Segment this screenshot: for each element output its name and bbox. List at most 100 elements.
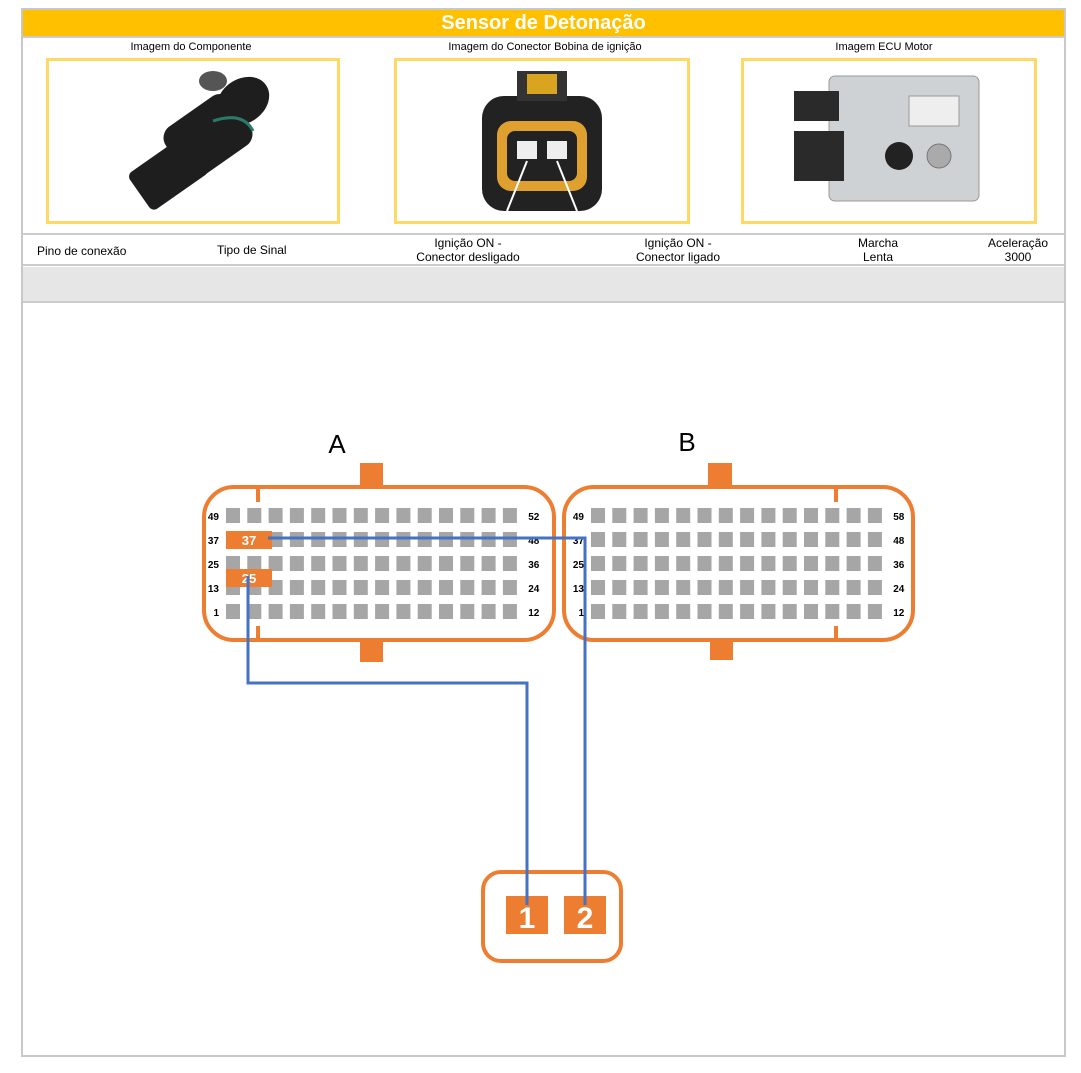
- pin: [417, 604, 432, 619]
- pin-row-label: 49: [208, 512, 220, 523]
- pin: [612, 532, 627, 547]
- pin: [782, 604, 797, 619]
- pin-row-label: 12: [893, 608, 905, 619]
- pin: [804, 604, 818, 619]
- pin: [396, 556, 411, 571]
- pin-row-label: 24: [528, 584, 540, 595]
- pin: [612, 508, 627, 523]
- pin: [502, 556, 517, 571]
- pin: [417, 508, 432, 523]
- pin: [633, 604, 648, 619]
- sensor-pin-2-label: 2: [577, 902, 594, 935]
- pin: [676, 508, 691, 523]
- pin: [460, 580, 475, 595]
- pin: [439, 580, 453, 595]
- pin: [676, 556, 691, 571]
- pin: [226, 508, 240, 523]
- pin: [825, 580, 840, 595]
- pin: [654, 532, 669, 547]
- table-empty-row: [23, 267, 1064, 303]
- sheet-frame: [21, 8, 1066, 1057]
- sensor-pin-1-label: 1: [519, 902, 536, 935]
- pin: [718, 580, 733, 595]
- highlighted-pin: [226, 531, 272, 549]
- ecu-image: [741, 58, 1037, 224]
- pin: [846, 508, 861, 523]
- pin: [247, 604, 262, 619]
- pin: [761, 556, 776, 571]
- pin: [375, 508, 390, 523]
- sensor-connector: 1 2: [481, 870, 623, 963]
- pin: [396, 580, 411, 595]
- pin: [761, 604, 776, 619]
- pin: [825, 508, 840, 523]
- wire-pin37-to-pin2: [268, 536, 587, 905]
- connector-image-caption: Imagem do Conector Bobina de ignição: [448, 41, 642, 53]
- pin: [226, 556, 240, 571]
- pin: [846, 556, 861, 571]
- pin: [289, 556, 304, 571]
- pin: [740, 532, 755, 547]
- pin: [332, 604, 347, 619]
- pin-row-label: 25: [573, 560, 585, 571]
- wire-pin25-to-pin1: [246, 576, 529, 905]
- pin-row-label: 36: [893, 560, 905, 571]
- pin: [311, 580, 326, 595]
- col-ign-off: Ignição ON -Conector desligado: [416, 236, 520, 264]
- pin: [782, 532, 797, 547]
- pin-row-label: 13: [573, 584, 585, 595]
- pin: [591, 532, 605, 547]
- pin-row-label: 24: [893, 584, 905, 595]
- pin-row-label: 48: [893, 536, 905, 547]
- connector-image: [394, 58, 690, 224]
- pin: [846, 580, 861, 595]
- pin: [846, 532, 861, 547]
- pin: [332, 580, 347, 595]
- pin: [612, 580, 627, 595]
- ecu-image-caption: Imagem ECU Motor: [835, 41, 933, 53]
- pin: [782, 580, 797, 595]
- pin: [439, 508, 453, 523]
- pin: [740, 604, 755, 619]
- pin: [268, 556, 283, 571]
- col-ign-on: Ignição ON -Conector ligado: [635, 236, 721, 264]
- pin: [825, 604, 840, 619]
- pin: [460, 556, 475, 571]
- pin-row-label: 1: [578, 608, 584, 619]
- pin: [332, 556, 347, 571]
- pin: [761, 580, 776, 595]
- pin: [633, 532, 648, 547]
- pin: [782, 508, 797, 523]
- pin: [697, 604, 712, 619]
- pin: [268, 604, 283, 619]
- pin: [846, 604, 861, 619]
- pin: [268, 580, 283, 595]
- pin: [804, 580, 818, 595]
- pin-row-label: 1: [213, 608, 219, 619]
- pin-row-label: 58: [893, 512, 905, 523]
- pin: [612, 556, 627, 571]
- pin: [697, 532, 712, 547]
- pin: [289, 604, 304, 619]
- pin: [761, 508, 776, 523]
- pin: [654, 556, 669, 571]
- pin: [718, 604, 733, 619]
- pin: [718, 532, 733, 547]
- pin: [697, 580, 712, 595]
- pin: [289, 508, 304, 523]
- pin: [481, 580, 496, 595]
- pin: [740, 580, 755, 595]
- pin: [867, 508, 882, 523]
- pin-row-label: 37: [208, 536, 220, 547]
- pin: [654, 508, 669, 523]
- pin: [761, 532, 776, 547]
- pin: [353, 604, 368, 619]
- pin: [375, 580, 390, 595]
- pin: [867, 604, 882, 619]
- pin: [481, 508, 496, 523]
- col-pin: Pino de conexão: [37, 244, 127, 258]
